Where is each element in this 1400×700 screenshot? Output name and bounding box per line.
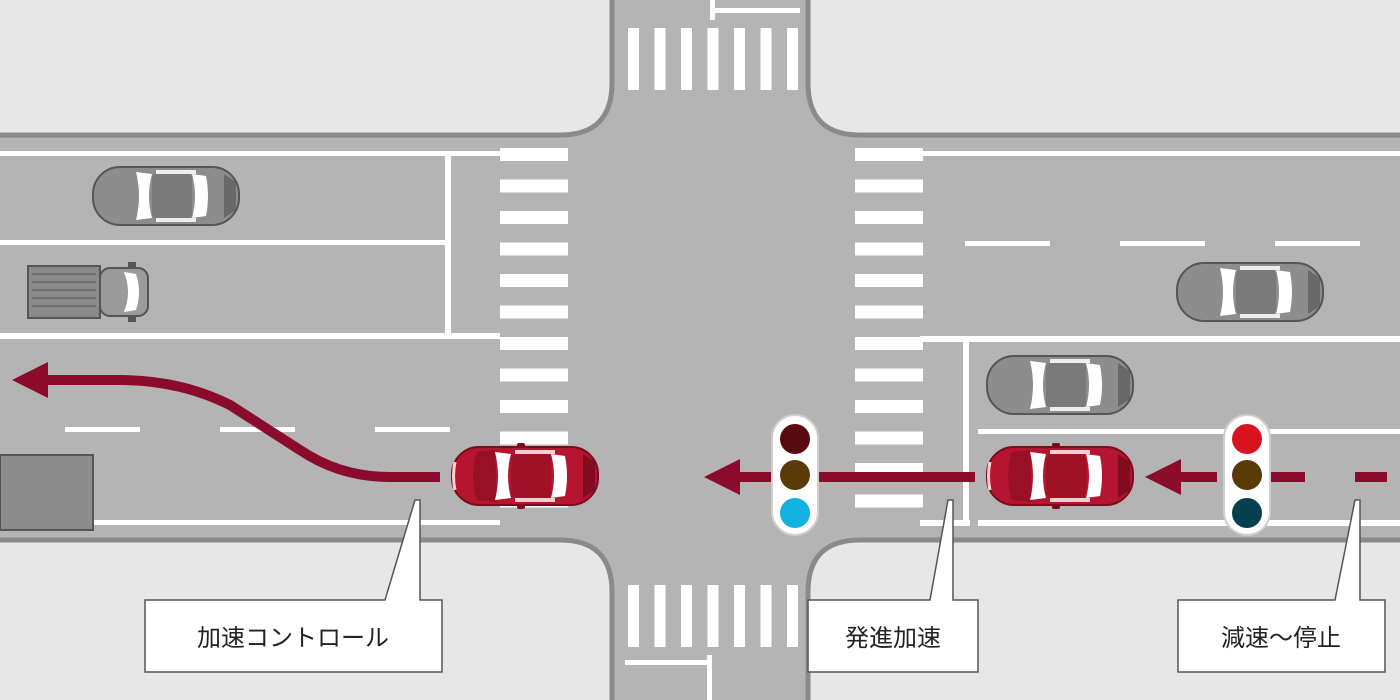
crosswalk-stripe [628,28,639,90]
control-trajectory-arrow [12,362,440,482]
crosswalk-stripe [707,585,719,647]
crosswalk-stripe [760,28,772,90]
callout-acceleration-control: 加速コントロール [144,499,443,673]
gray-car-right-upper [1176,262,1324,322]
crosswalk-stripe [855,148,923,161]
crosswalk-stripe [855,431,923,445]
crosswalk-stripe [654,585,666,647]
crosswalk-stripe [855,400,923,413]
crosswalk-stripe [855,494,923,508]
callout-label-left: 加速コントロール [197,624,389,652]
crosswalk-stripe [855,368,923,382]
crosswalk-stripe [787,585,798,647]
callout-label-right: 減速〜停止 [1221,624,1341,652]
crosswalk-bottom [628,585,798,647]
callout-label-center: 発進加速 [845,624,941,652]
crosswalk-stripe [500,431,568,445]
crosswalk-stripe [707,28,719,90]
gray-car-right-lower [986,355,1134,415]
red-car-stopped [985,441,1135,511]
launch-arrow [704,459,975,495]
crosswalk-stripe [855,242,923,256]
crosswalk-stripe [500,211,568,224]
deceleration-dashed-arrow [1145,459,1387,495]
signal-red-lamp [1232,424,1262,454]
signal-blue-lamp [1232,498,1262,528]
crosswalk-stripe [734,585,745,647]
crosswalk-stripe [734,28,745,90]
crosswalk-stripe [500,337,568,350]
signal-yellow-lamp [780,460,810,490]
crosswalk-stripe [500,400,568,413]
callout-launch-acceleration: 発進加速 [807,499,979,673]
crosswalk-stripe [855,274,923,287]
signal-yellow-lamp [1232,460,1262,490]
signal-blue-lamp [780,498,810,528]
signal-red-lamp [780,424,810,454]
callout-deceleration-stop: 減速〜停止 [1177,499,1386,673]
crosswalk-stripe [654,28,666,90]
crosswalk-stripe [500,305,568,319]
crosswalk-stripe [787,28,798,90]
crosswalk-stripe [760,585,772,647]
gray-car-top-left [92,166,240,226]
crosswalk-stripe [500,274,568,287]
crosswalk-stripe [681,585,692,647]
crosswalk-stripe [500,368,568,382]
crosswalk-stripe [855,337,923,350]
crosswalk-stripe [500,179,568,193]
gray-truck-bottom-left [0,454,94,531]
right-traffic-light [1223,414,1271,536]
gray-truck-left [27,262,149,322]
crosswalk-stripe [855,179,923,193]
crosswalk-stripe [681,28,692,90]
center-traffic-light [771,414,819,536]
crosswalk-top [628,28,798,90]
red-car-control [450,441,600,511]
crosswalk-stripe [500,242,568,256]
crosswalk-right [855,148,923,508]
crosswalk-stripe [500,148,568,161]
crosswalk-stripe [628,585,639,647]
crosswalk-stripe [855,305,923,319]
crosswalk-stripe [855,211,923,224]
